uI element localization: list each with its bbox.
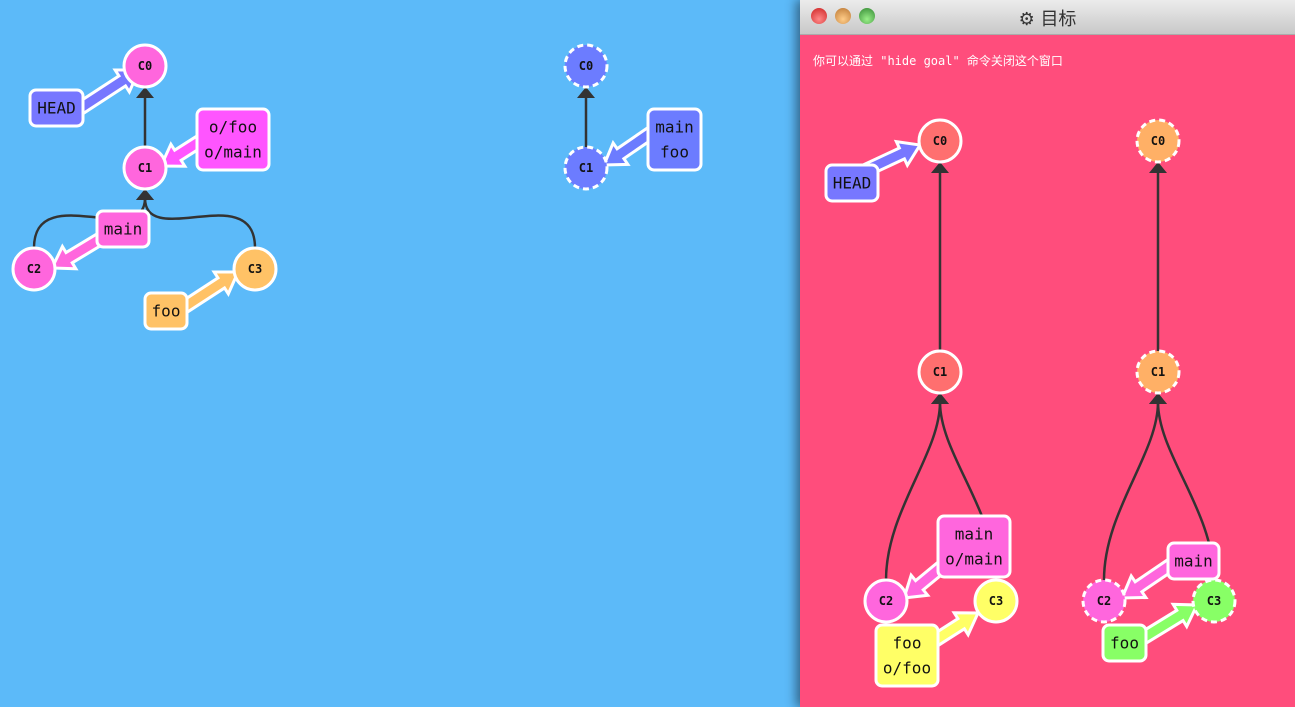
commit-label: C2 [27,262,41,276]
goal-main-label-label: o/main [945,550,1003,569]
origin-branch-label-label: main [655,118,694,137]
goal-main-label [936,514,1012,579]
commit-node [563,145,609,191]
commit-node [1191,578,1237,624]
origin-branch-label-label: foo [660,143,689,162]
branch-main-label [95,209,151,249]
edge-arrowhead-icon [577,87,595,98]
commit-node [917,118,963,164]
commit-label: C0 [1151,134,1165,148]
commit-label: C3 [1207,594,1221,608]
goal-origin-main-label-label: main [1174,552,1213,571]
goal-title-text: 目标 [1040,9,1077,30]
commit-label: C3 [248,262,262,276]
branch-foo-label-label: foo [152,302,181,321]
commit-node [973,578,1019,624]
remote-branch-label-label: o/foo [209,118,257,137]
edge-arrowhead-icon [1149,393,1167,404]
commit-label: C3 [989,594,1003,608]
edge-arrowhead-icon [931,162,949,173]
goal-origin-foo-label [1101,623,1148,663]
commit-node [1135,118,1181,164]
commit-label: C0 [579,59,593,73]
commit-label: C1 [1151,365,1165,379]
commit-node [563,43,609,89]
branch-main-label-label: main [104,220,143,239]
maximize-button[interactable] [859,8,875,24]
commit-label: C0 [138,59,152,73]
edge-arrowhead-icon [136,189,154,200]
commit-label: C2 [1097,594,1111,608]
commit-label: C1 [579,161,593,175]
commit-node [11,246,57,292]
close-button[interactable] [811,8,827,24]
goal-foo-label-label: foo [893,634,922,653]
edge-arrowhead-icon [931,393,949,404]
commit-edge [1102,401,1160,581]
commit-label: C1 [933,365,947,379]
commit-label: C0 [933,134,947,148]
goal-foo-label [874,623,940,688]
origin-branch-label [646,107,703,172]
remote-branch-label [195,107,271,172]
goal-window-title: ⚙ 目标 [800,5,1295,31]
goal-foo-label-label: o/foo [883,659,931,678]
gear-icon: ⚙ [1018,9,1035,30]
goal-main-label-label: main [955,525,994,544]
edge-arrowhead-icon [136,87,154,98]
commit-node [1135,349,1181,395]
commit-label: C2 [879,594,893,608]
commit-node [232,246,278,292]
head-label-label: HEAD [37,99,76,118]
goal-window-titlebar: ⚙ 目标 [800,0,1295,35]
head-label [28,88,85,128]
commit-node [917,349,963,395]
commit-node [863,578,909,624]
goal-hint: 你可以通过 "hide goal" 命令关闭这个窗口 [813,54,1063,68]
remote-branch-label-label: o/main [204,143,262,162]
commit-label: C1 [138,161,152,175]
commit-node [122,43,168,89]
edge-arrowhead-icon [1149,162,1167,173]
goal-head-label-label: HEAD [833,174,872,193]
minimize-button[interactable] [835,8,851,24]
commit-node [122,145,168,191]
commit-edge [143,197,257,249]
commit-node [1081,578,1127,624]
goal-origin-main-label [1166,541,1221,581]
goal-origin-foo-label-label: foo [1110,634,1139,653]
commit-edge [884,401,942,581]
branch-foo-label [143,291,189,331]
goal-head-label [824,163,880,203]
